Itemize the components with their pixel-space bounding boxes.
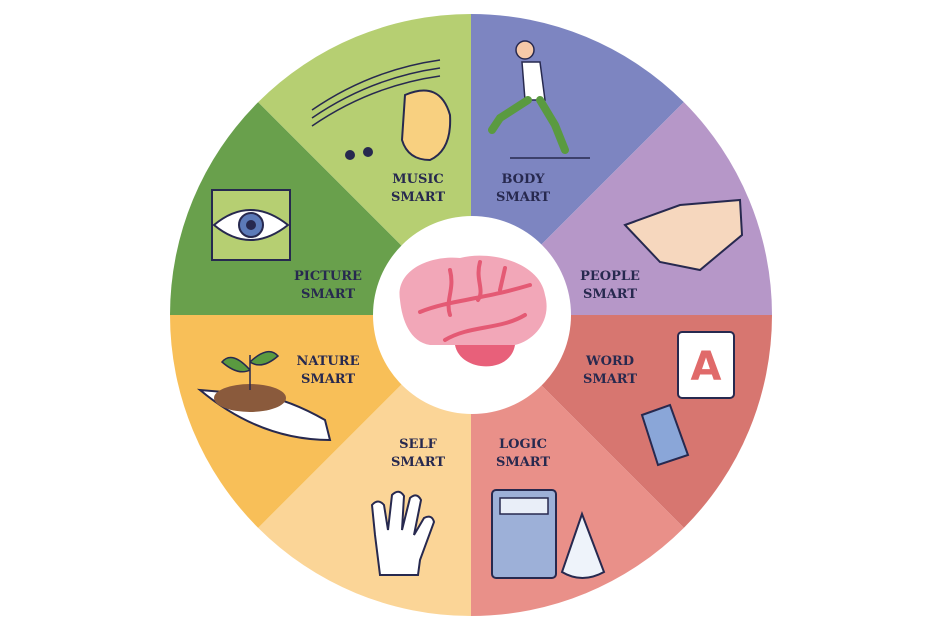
- segment-label-nature: SMART: [301, 372, 355, 387]
- handshake-icon: [623, 198, 744, 272]
- word-letter: A: [691, 344, 722, 390]
- running-person-icon: [488, 40, 590, 159]
- eye-puzzle-icon: [211, 189, 291, 261]
- segment-label-picture: SMART: [301, 287, 355, 302]
- segment-label-music: MUSIC: [392, 172, 444, 187]
- segment-label-people: SMART: [583, 287, 637, 302]
- segment-label-picture: PICTURE: [294, 269, 362, 284]
- calculator-icon: [491, 489, 557, 579]
- word-letter-box: A: [677, 331, 735, 399]
- segment-label-body: BODY: [501, 172, 545, 187]
- segment-label-self: SELF: [399, 437, 437, 452]
- segment-label-word: WORD: [585, 354, 634, 369]
- segment-label-logic: LOGIC: [499, 437, 547, 452]
- brain-icon: [399, 255, 547, 367]
- plant-in-hand-icon: [196, 350, 332, 442]
- segment-label-logic: SMART: [496, 455, 550, 470]
- music-ear-icon: [311, 59, 452, 162]
- hand-icon: [370, 490, 436, 576]
- segment-label-nature: NATURE: [297, 354, 360, 369]
- segment-label-music: SMART: [391, 190, 445, 205]
- segment-label-word: SMART: [583, 372, 637, 387]
- segment-label-body: SMART: [496, 190, 550, 205]
- book-icon: [640, 403, 690, 467]
- cone-icon: [560, 511, 606, 579]
- segment-label-people: PEOPLE: [580, 269, 640, 284]
- segment-label-self: SMART: [391, 455, 445, 470]
